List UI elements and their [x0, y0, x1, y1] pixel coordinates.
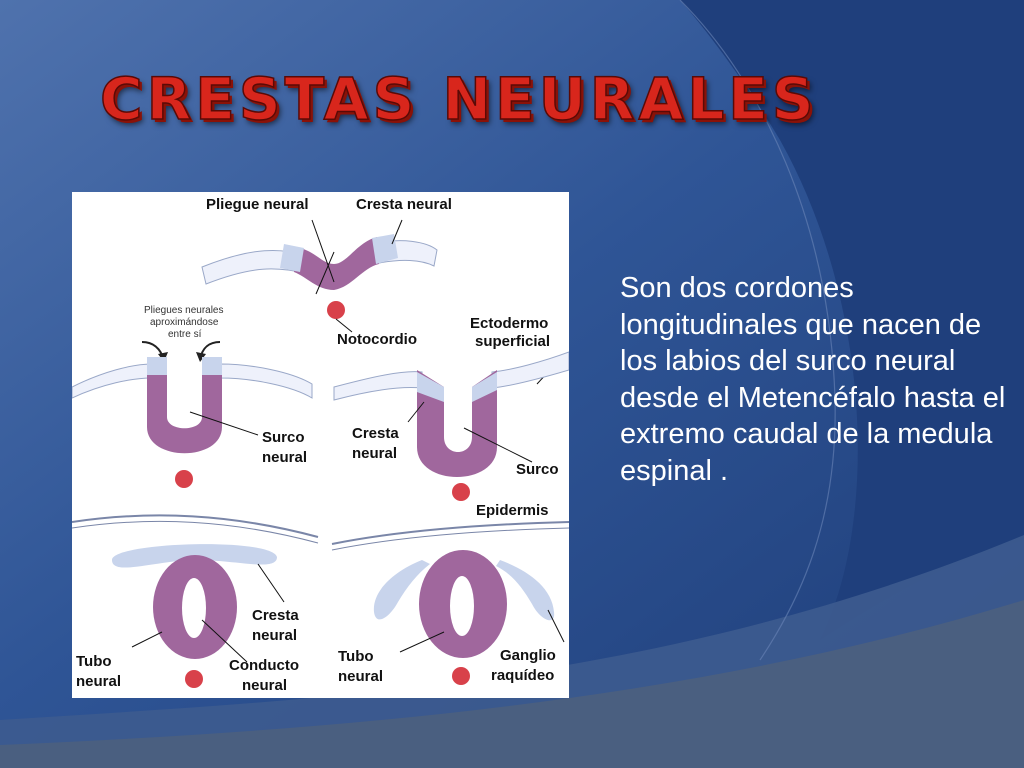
label-tubo-neural-right-1: Tubo	[338, 648, 374, 665]
neural-plate	[294, 237, 379, 290]
label-pliegue-neural: Pliegue neural	[206, 196, 309, 213]
label-ectodermo-1: Ectodermo	[470, 315, 548, 332]
notochord-2	[175, 470, 193, 488]
label-surco: Surco	[516, 461, 559, 478]
neural-canal-5	[450, 576, 474, 636]
slide-body-text: Son dos cordones longitudinales que nace…	[620, 272, 1006, 487]
ganglion-left	[373, 560, 430, 620]
label-ganglio-1: Ganglio	[500, 647, 556, 664]
label-cresta-neural-top: Cresta neural	[356, 196, 452, 213]
stage-groove-right: Ectodermo superficial Cresta neural Surc…	[333, 315, 569, 501]
label-tubo-neural-left-2: neural	[76, 673, 121, 690]
label-ectodermo-2: superficial	[475, 333, 550, 350]
notochord-3	[452, 483, 470, 501]
notochord-4	[185, 670, 203, 688]
neural-crest-diagram: Pliegue neural Cresta neural Notocordio …	[72, 192, 569, 698]
neural-canal-4	[182, 578, 206, 638]
epidermis-4	[331, 521, 569, 545]
label-pliegues-aprox-1: Pliegues neurales	[144, 305, 224, 316]
label-ganglio-2: raquídeo	[491, 667, 554, 684]
label-cresta-neural-bot-1: Cresta	[252, 607, 299, 624]
right-panel-shape	[680, 0, 1024, 640]
label-conducto-neural-2: neural	[242, 677, 287, 694]
label-cresta-neural-mid-2: neural	[352, 445, 397, 462]
bottom-swoosh-dark	[0, 600, 1024, 768]
neural-groove-2	[147, 360, 222, 454]
stage-tube-right: Epidermis Tubo neural Ganglio raquídeo	[331, 502, 569, 685]
notochord-5	[452, 667, 470, 685]
label-notocordio: Notocordio	[337, 331, 417, 348]
label-cresta-neural-mid-1: Cresta	[352, 425, 399, 442]
label-surco-neural-1: Surco	[262, 429, 305, 446]
label-tubo-neural-right-2: neural	[338, 668, 383, 685]
notochord-1	[327, 301, 345, 319]
slide-title: Crestas neurales	[99, 65, 818, 133]
stage-groove-left: Pliegues neurales aproximándose entre sí…	[72, 305, 313, 488]
epidermis-3	[72, 514, 319, 538]
ganglion-right	[496, 560, 555, 621]
stage-tube-left: Cresta neural Tubo neural Conducto neura…	[72, 514, 319, 694]
label-pliegues-aprox-3: entre sí	[168, 329, 202, 340]
label-epidermis: Epidermis	[476, 502, 549, 519]
crest-2b	[202, 357, 222, 375]
ectoderm-3b	[491, 351, 569, 389]
crest-2a	[147, 357, 167, 375]
crest-right-1	[372, 234, 398, 264]
label-surco-neural-2: neural	[262, 449, 307, 466]
label-tubo-neural-left-1: Tubo	[76, 653, 112, 670]
stage-neural-fold: Pliegue neural Cresta neural Notocordio	[201, 196, 452, 348]
crest-left-1	[280, 244, 304, 272]
ectoderm-2b	[219, 363, 313, 399]
label-cresta-neural-bot-2: neural	[252, 627, 297, 644]
label-pliegues-aprox-2: aproximándose	[150, 317, 219, 328]
label-conducto-neural-1: Conducto	[229, 657, 299, 674]
crest-3a	[417, 372, 444, 402]
crest-3b	[472, 372, 497, 402]
